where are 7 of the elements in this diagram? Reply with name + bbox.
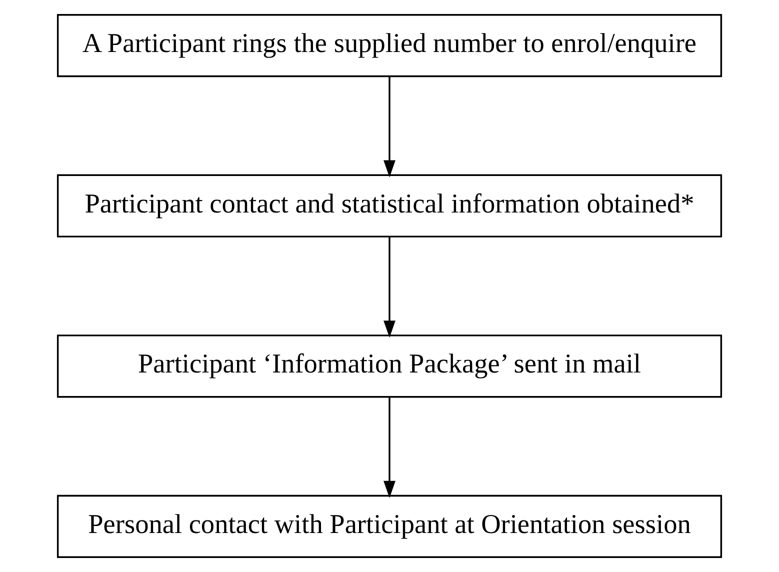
node-box: Personal contact with Participant at Orientation session xyxy=(56,494,722,558)
node-box: A Participant rings the supplied number to enrol/enquire xyxy=(56,14,722,78)
node-box: Participant ‘Information Package’ sent in mail xyxy=(56,334,722,398)
arrow xyxy=(384,76,396,178)
arrow xyxy=(384,397,396,498)
node-box: Participant contact and statistical information obtained* xyxy=(56,174,722,238)
arrow xyxy=(384,237,396,338)
